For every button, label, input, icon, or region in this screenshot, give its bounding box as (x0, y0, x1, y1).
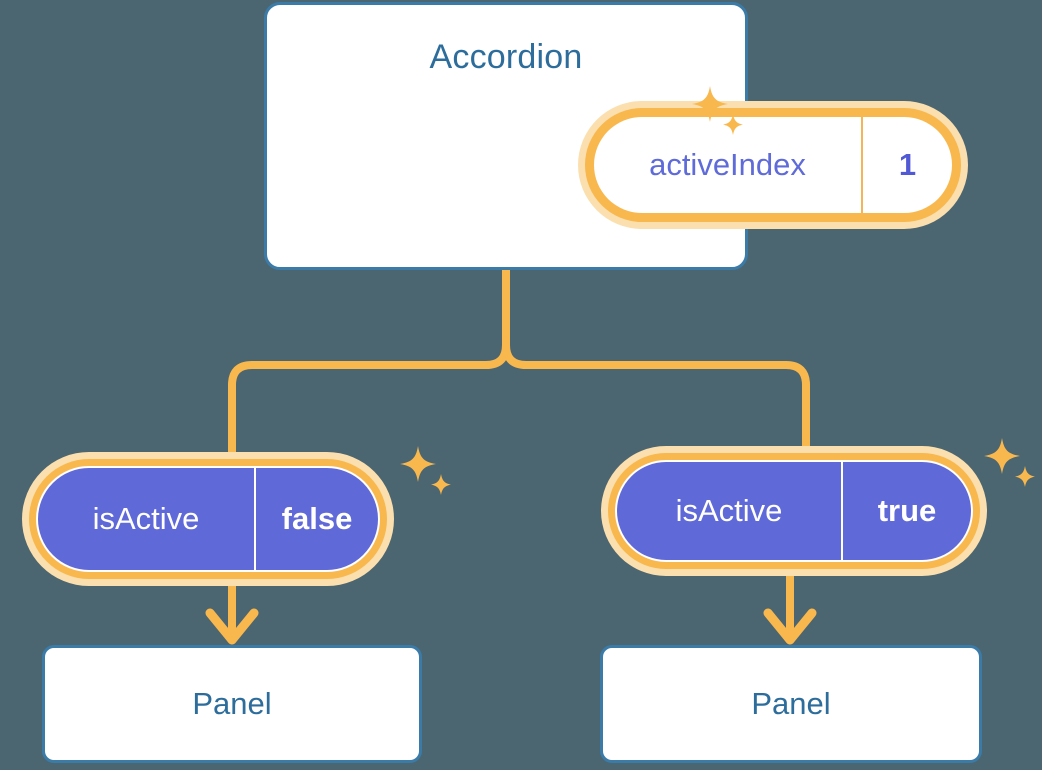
pill-body: activeIndex 1 (594, 117, 952, 213)
panel-label: Panel (192, 686, 272, 721)
panel-card-right[interactable]: Panel (600, 645, 982, 763)
connector-branch-left (228, 341, 510, 456)
accordion-card[interactable]: Accordion activeIndex 1 (264, 2, 968, 270)
panel-label: Panel (751, 686, 831, 721)
sparkle-icon (400, 446, 436, 482)
prop-value-label: true (877, 493, 937, 528)
arrow-down-icon-right (763, 608, 817, 645)
state-value-label: 1 (898, 147, 917, 182)
sparkle-group-right (980, 436, 1042, 498)
sparkle-small-icon (1015, 466, 1035, 487)
state-key-label: activeIndex (594, 117, 863, 213)
pill-body: isActive true (615, 460, 973, 562)
sparkle-small-icon (431, 474, 451, 495)
prop-value-label: false (281, 501, 353, 536)
connector-branch-right (502, 341, 810, 450)
pill-body: isActive false (36, 466, 380, 572)
prop-key-label: isActive (38, 468, 256, 570)
prop-badge-is-active-true[interactable]: isActive true (601, 446, 987, 576)
page-title: Accordion (429, 38, 583, 76)
prop-key-label: isActive (617, 462, 843, 560)
panel-card-left[interactable]: Panel (42, 645, 422, 763)
state-badge-active-index[interactable]: activeIndex 1 (578, 101, 968, 229)
arrow-down-icon-left (205, 608, 259, 645)
prop-badge-is-active-false[interactable]: isActive false (22, 452, 394, 586)
sparkle-icon (984, 438, 1020, 474)
sparkle-group-left (396, 444, 458, 506)
